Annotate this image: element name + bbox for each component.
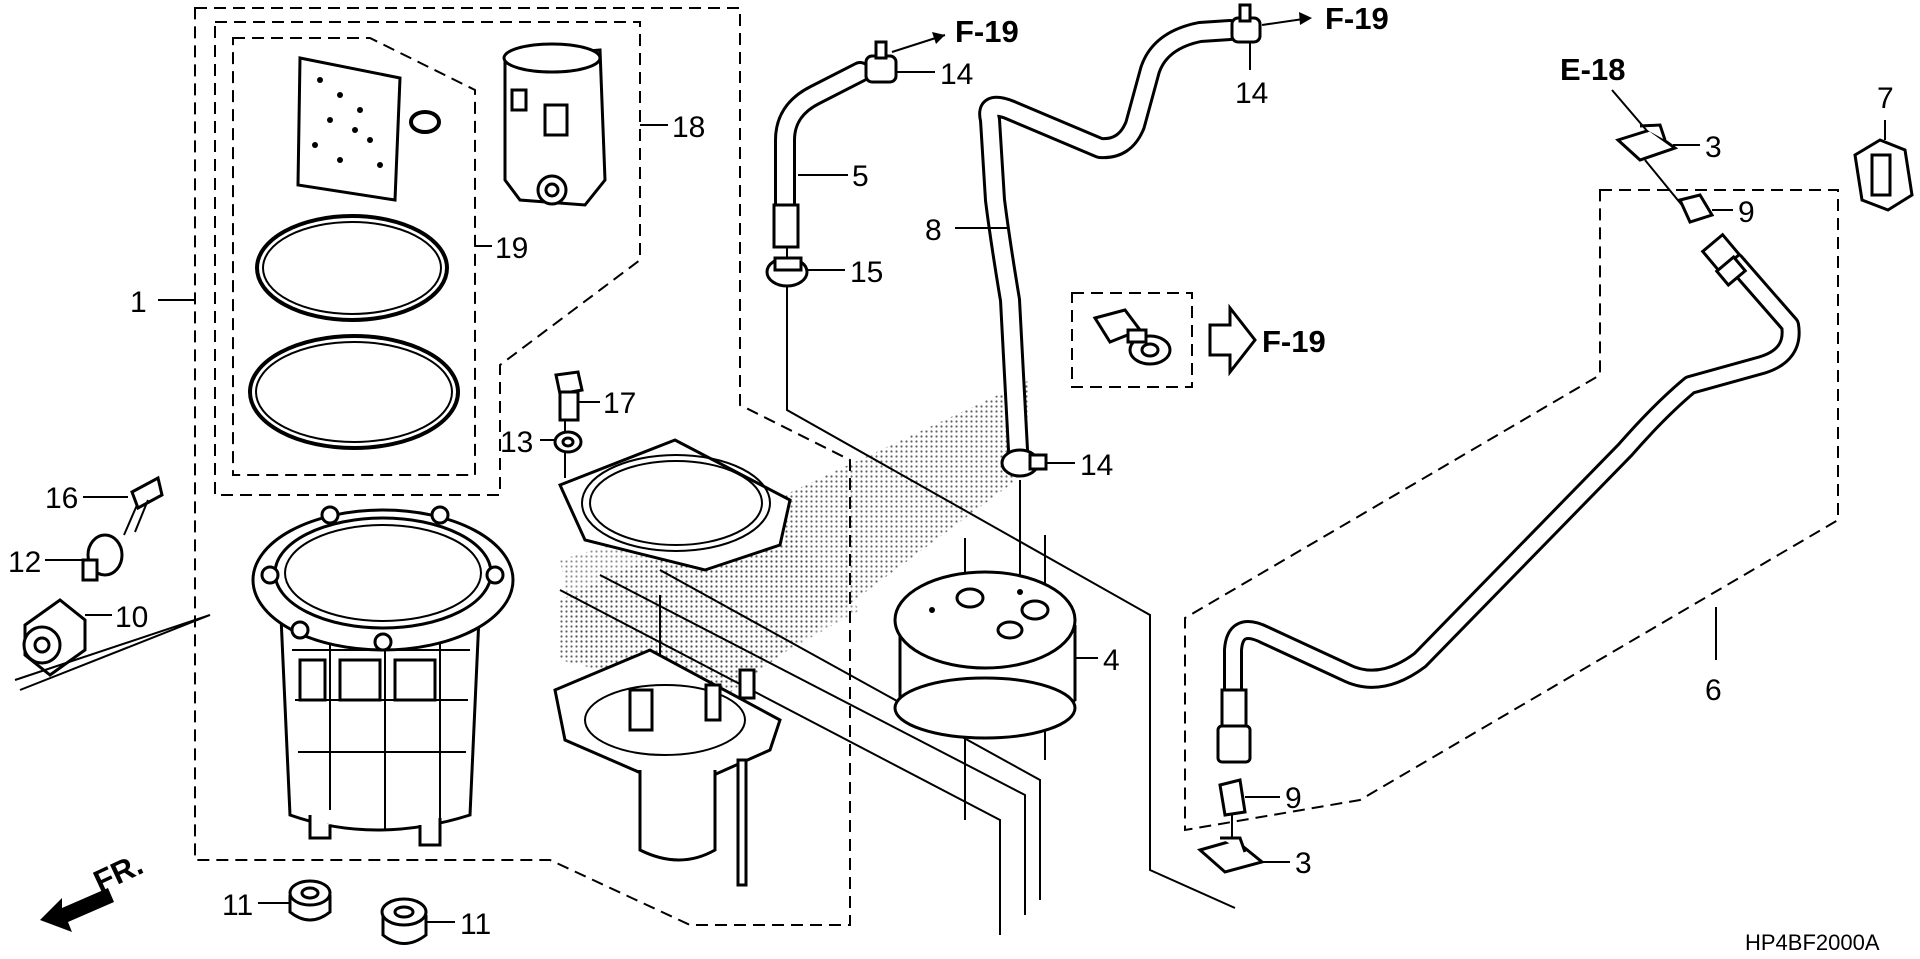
pipe-connector-upper bbox=[1700, 232, 1748, 288]
callout-14-c: 14 bbox=[1080, 449, 1113, 482]
clip-3-lower bbox=[1196, 836, 1266, 874]
callout-12: 12 bbox=[8, 546, 41, 579]
large-o-ring-upper-inner bbox=[262, 221, 442, 315]
group-outline-part-18 bbox=[214, 21, 641, 496]
callout-8: 8 bbox=[925, 214, 942, 247]
assembly-line bbox=[599, 574, 1026, 915]
large-o-ring-lower-inner bbox=[255, 341, 453, 443]
callout-3-b: 3 bbox=[1295, 847, 1312, 880]
callout-15: 15 bbox=[850, 256, 883, 289]
see-arrow-icon bbox=[1208, 303, 1257, 377]
diagram-code: HP4BF2000A bbox=[1745, 930, 1880, 955]
callout-9-a: 9 bbox=[1738, 196, 1755, 229]
clamp-14-a bbox=[864, 40, 898, 84]
assembly-line bbox=[659, 569, 1041, 900]
large-o-ring-upper bbox=[255, 214, 449, 322]
clamp-14-c bbox=[1000, 448, 1048, 478]
callout-1: 1 bbox=[130, 286, 147, 319]
ref-leader-e18 bbox=[1611, 89, 1649, 133]
bolt-17 bbox=[554, 370, 584, 422]
group-outline-part-1 bbox=[194, 7, 851, 926]
fuel-pump-unit bbox=[553, 648, 782, 887]
clip-9-lower bbox=[1218, 778, 1247, 817]
ref-link-f19-c[interactable]: F-19 bbox=[1262, 324, 1326, 359]
pump-gasket bbox=[557, 438, 792, 572]
bolt-16 bbox=[123, 475, 164, 536]
clip-9-upper bbox=[1677, 193, 1715, 224]
clip-detail bbox=[1092, 308, 1172, 366]
callout-5: 5 bbox=[852, 160, 869, 193]
fuel-pipe-6-inner bbox=[1226, 255, 1798, 697]
fuel-filter-4 bbox=[893, 570, 1077, 740]
callout-6: 6 bbox=[1705, 674, 1722, 707]
callout-9-b: 9 bbox=[1285, 782, 1302, 815]
grommet-11-right bbox=[380, 897, 428, 945]
group-outline-part-6 bbox=[1184, 189, 1839, 832]
callout-18: 18 bbox=[672, 111, 705, 144]
gasket-holes bbox=[312, 77, 383, 168]
arrow-head-icon bbox=[1299, 12, 1312, 25]
fuel-pump-module bbox=[251, 505, 515, 847]
filter-holder bbox=[502, 42, 607, 207]
hose-5-end bbox=[772, 203, 800, 249]
grommet-11-left bbox=[288, 879, 332, 922]
rubber-mount-7 bbox=[1853, 138, 1914, 212]
callout-19: 19 bbox=[495, 232, 528, 265]
clamp-14-b bbox=[1230, 3, 1262, 44]
pipe-connector-lower bbox=[1216, 688, 1252, 764]
callout-3-a: 3 bbox=[1705, 131, 1722, 164]
large-o-ring-lower bbox=[248, 334, 460, 450]
front-direction-label: FR. bbox=[88, 847, 148, 900]
callout-11-a: 11 bbox=[222, 889, 253, 922]
callout-14-b: 14 bbox=[1235, 77, 1268, 110]
washer-13-hole bbox=[561, 436, 575, 448]
square-gasket bbox=[296, 56, 402, 202]
callout-7: 7 bbox=[1877, 82, 1894, 115]
hose-5-inner bbox=[777, 64, 868, 213]
clip-detail-box bbox=[1071, 292, 1193, 388]
callout-17: 17 bbox=[603, 387, 636, 420]
ref-link-e18[interactable]: E-18 bbox=[1560, 52, 1625, 87]
assembly-line bbox=[559, 589, 1001, 935]
callout-13: 13 bbox=[500, 426, 533, 459]
callout-4: 4 bbox=[1103, 644, 1120, 677]
rubber-mount-10 bbox=[22, 598, 87, 677]
callout-16: 16 bbox=[45, 482, 78, 515]
arrow-head-icon bbox=[932, 32, 945, 44]
collar-12 bbox=[81, 533, 124, 582]
callout-11-b: 11 bbox=[460, 908, 491, 941]
assembly-line bbox=[786, 155, 1236, 909]
small-o-ring bbox=[409, 110, 441, 134]
callout-14-a: 14 bbox=[940, 58, 973, 91]
assembly-line bbox=[14, 614, 211, 691]
front-direction-arrow bbox=[40, 888, 114, 932]
group-outline-part-19 bbox=[232, 37, 476, 476]
callout-10: 10 bbox=[115, 601, 148, 634]
ref-link-f19-a[interactable]: F-19 bbox=[955, 14, 1019, 49]
hose-8-inner bbox=[981, 22, 1238, 458]
clamp-15 bbox=[765, 256, 809, 288]
ref-link-f19-b[interactable]: F-19 bbox=[1325, 1, 1389, 36]
